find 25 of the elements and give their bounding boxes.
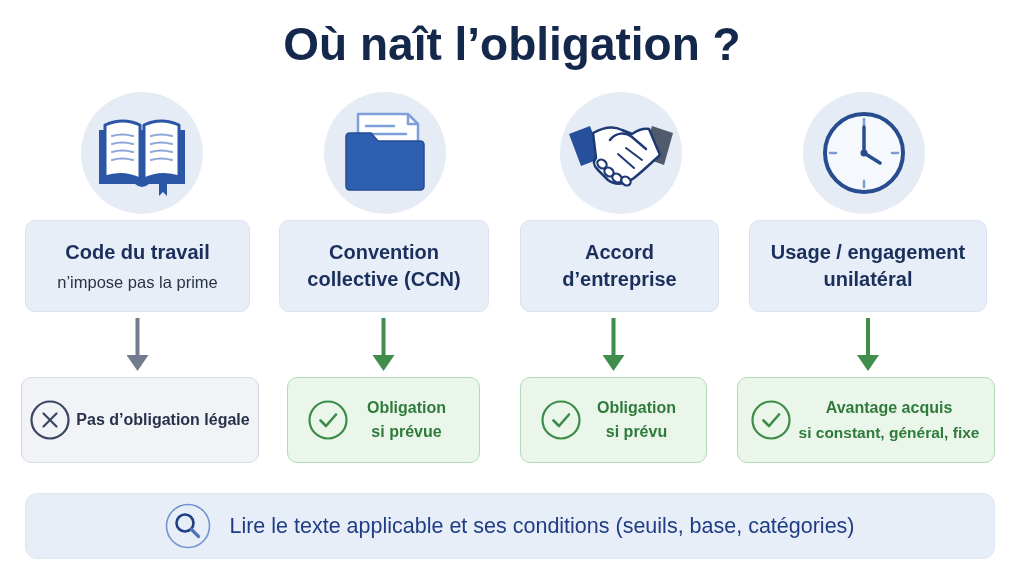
note-banner — [25, 493, 995, 559]
outcome-card — [520, 377, 707, 463]
outcome-card — [287, 377, 480, 463]
outcome-card — [737, 377, 995, 463]
outcome-condition: si constant, général, fixe — [798, 423, 980, 443]
outcome-card — [21, 377, 259, 463]
source-card — [749, 220, 987, 312]
card-title: Usage / engagement unilatéral — [769, 240, 967, 292]
source-card — [279, 220, 489, 312]
note-text: Lire le texte applicable et ses conditions (seuils, base, catégories) — [229, 513, 855, 540]
card-subtitle: n’impose pas la prime — [57, 272, 218, 293]
outcome-text: Pas d’obligation légale — [76, 410, 250, 430]
outcome-text: Obligation si prévu — [595, 398, 678, 442]
arrow — [857, 318, 879, 371]
source-card — [25, 220, 250, 312]
outcome-text: Avantage acquis — [825, 398, 953, 418]
card-title: Convention collective (CCN) — [306, 240, 462, 292]
arrow — [372, 318, 395, 371]
card-title: Code du travail — [65, 240, 210, 265]
arrow — [126, 318, 149, 371]
outcome-text: Obligation si prévue — [365, 398, 448, 442]
card-title: Accord d’entreprise — [561, 240, 678, 292]
source-card — [520, 220, 719, 312]
arrow — [602, 318, 625, 371]
diagram-title: Où naît l’obligation ? — [283, 17, 741, 71]
